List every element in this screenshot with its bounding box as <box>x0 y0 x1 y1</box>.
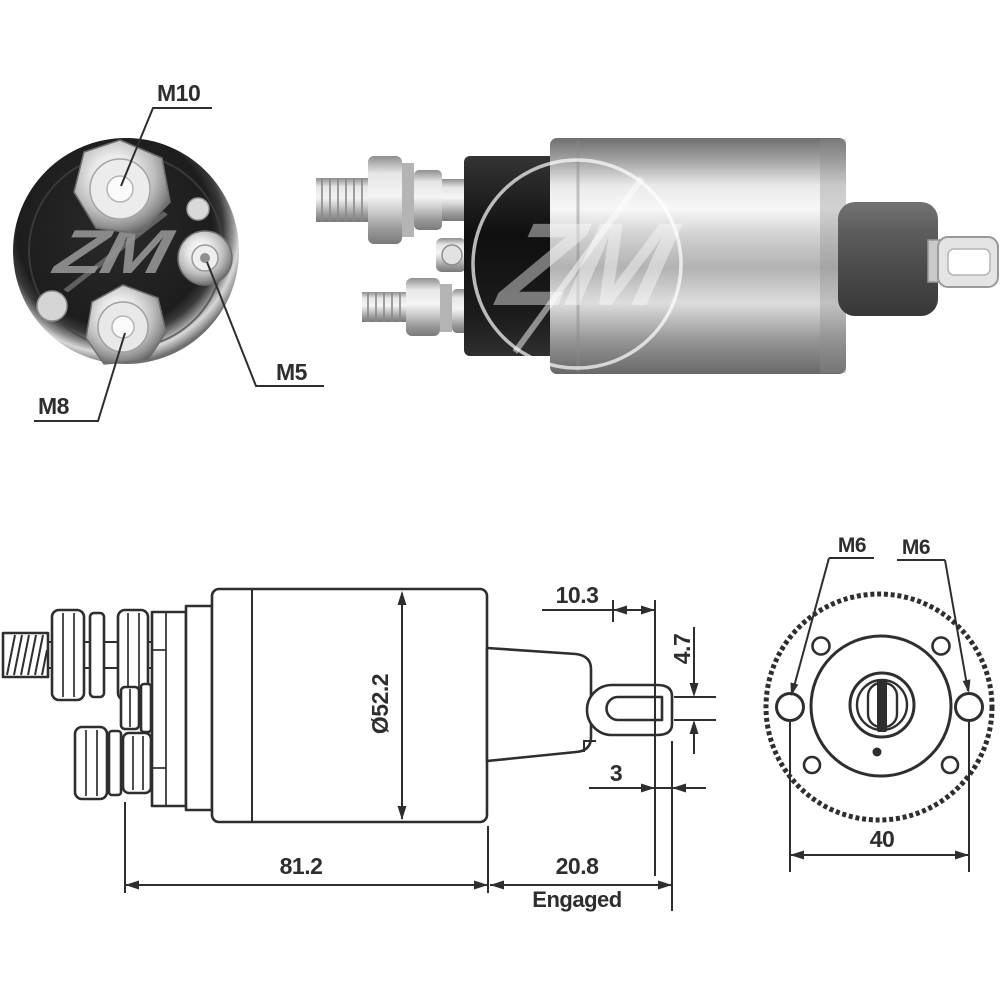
hook-slot <box>947 248 991 276</box>
photo-contact-cap <box>464 156 560 356</box>
lower-stud-thread <box>362 292 410 322</box>
drawing-cap-body <box>184 604 214 812</box>
dim-tip-length-text: 10.3 <box>556 582 599 608</box>
leader-m8 <box>34 332 126 422</box>
label-m5: M5 <box>276 359 308 385</box>
lower-nut-2 <box>121 731 153 795</box>
drawing-front-plate <box>150 610 188 808</box>
drawing-main-body <box>210 587 489 824</box>
lower-stud-nut <box>406 278 440 336</box>
coil-terminal-tip <box>441 244 463 266</box>
front-hole-top-left <box>811 636 831 656</box>
dim-tip-offset: 3 <box>589 760 706 793</box>
lower-thread-ridges <box>367 292 401 322</box>
lower-stud-washer <box>440 284 452 332</box>
dim-tip-offset-text: 3 <box>610 760 622 786</box>
front-m6-hole-left <box>775 692 805 722</box>
label-m6-right: M6 <box>902 536 930 559</box>
terminal-m5-stud <box>177 230 233 286</box>
watermark-slash <box>512 176 645 354</box>
brand-slash-decoration <box>63 211 168 293</box>
plunger-tip-slot <box>605 695 664 722</box>
drawing-upper-stud <box>1 608 154 702</box>
dim-tip-height-text: 4.7 <box>669 634 695 664</box>
drawing-nose-cone <box>485 646 593 763</box>
solenoid-rear-face <box>13 138 239 364</box>
side-view-photo: ZM <box>316 138 999 374</box>
terminal-m10-stud <box>73 139 171 235</box>
nose-cone-notch <box>583 740 596 752</box>
dim-body-length-text: 81.2 <box>280 853 323 879</box>
engaged-caption: Engaged <box>532 887 621 912</box>
upper-washer <box>88 611 106 699</box>
photo-lower-stud <box>362 278 472 336</box>
lower-washer <box>107 729 123 797</box>
upper-stud-stub <box>442 179 466 221</box>
upper-stud-nut <box>368 156 402 244</box>
rear-view-callouts: M10 M5 M8 <box>34 80 324 422</box>
photo-plunger-hook <box>927 236 999 288</box>
rear-rivet-top-right <box>186 197 210 221</box>
front-center-boss <box>848 671 916 739</box>
rear-rivet-left <box>36 290 68 322</box>
dim-engaged-length-text: 20.8 <box>556 853 599 879</box>
dim-diameter-text: Ø52.2 <box>367 674 393 734</box>
front-view-drawing: M6 M6 40 <box>763 534 995 872</box>
upper-nut-1 <box>50 608 86 702</box>
side-section-drawing: Ø52.2 81.2 20.8 Engaged 10.3 <box>1 582 716 912</box>
upper-thread-hatch <box>6 634 48 676</box>
upper-stud-washer <box>402 163 414 237</box>
dim-tip-length: 10.3 <box>542 582 656 876</box>
dim-body-length: 81.2 <box>124 802 489 893</box>
label-m6-left: M6 <box>838 534 866 557</box>
upper-stud-thread <box>316 178 372 222</box>
leader-m5 <box>206 261 324 387</box>
m8-stud-tip <box>111 315 135 339</box>
label-m10: M10 <box>157 80 200 106</box>
dim-hole-spacing-text: 40 <box>870 826 895 852</box>
photo-coil-terminal <box>436 238 466 272</box>
front-m6-callouts: M6 M6 <box>790 534 971 696</box>
dim-hole-spacing: 40 <box>789 722 970 872</box>
label-m8: M8 <box>38 393 70 419</box>
front-hole-bottom-left <box>802 755 822 775</box>
dim-tip-height: 4.7 <box>669 627 716 754</box>
upper-stud-nut-2 <box>414 170 442 230</box>
lower-nut-1 <box>73 725 109 801</box>
rear-view-photo: ZM M10 M5 M8 <box>13 80 324 422</box>
leader-m10 <box>120 107 212 187</box>
photo-plunger-boot <box>838 202 938 316</box>
front-m6-hole-right <box>954 692 984 722</box>
m5-center <box>200 253 210 263</box>
terminal-m8-stud <box>85 284 167 365</box>
upper-thread-ridges <box>321 178 363 222</box>
front-hole-bottom-right <box>940 755 960 775</box>
photo-upper-stud <box>316 156 466 244</box>
watermark-ring <box>471 158 683 370</box>
coil-bolt-washer <box>139 682 153 734</box>
front-hole-top-right <box>931 636 951 656</box>
photo-solenoid-drum <box>550 138 846 374</box>
dim-engaged-length: 20.8 Engaged <box>490 741 673 912</box>
boss-key-bar <box>877 679 887 732</box>
m10-stud-tip <box>106 175 134 203</box>
front-index-dot <box>872 747 882 757</box>
dim-diameter: Ø52.2 <box>367 591 407 820</box>
